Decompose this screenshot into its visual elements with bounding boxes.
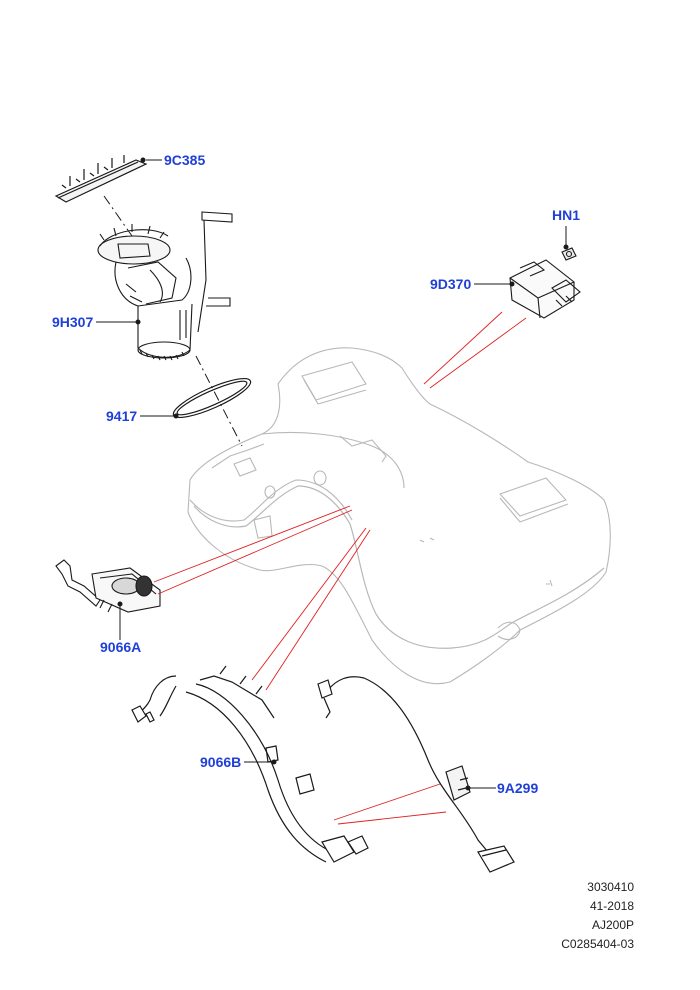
leader-9H307 — [96, 319, 141, 325]
callout-9417[interactable]: 9417 — [106, 408, 138, 424]
part-9D370-control-module — [509, 259, 581, 319]
reference-illustration-id: C0285404-03 — [561, 937, 634, 951]
fuel-tank — [187, 347, 611, 685]
reference-number: 3030410 — [587, 880, 634, 894]
leader-9066B — [244, 759, 277, 765]
reference-date-code: 41-2018 — [589, 899, 634, 913]
callout-9A299[interactable]: 9A299 — [497, 780, 539, 796]
part-HN1-bolt — [561, 247, 577, 261]
part-9A299-sensor — [317, 676, 515, 873]
part-9H307-fuel-pump — [97, 211, 233, 361]
callout-9D370[interactable]: 9D370 — [430, 276, 472, 292]
red-location-leaders — [153, 311, 527, 825]
part-9066A-valve — [55, 559, 161, 613]
reference-engine-code: AJ200P — [591, 918, 634, 932]
leader-9D370 — [474, 281, 515, 287]
leader-9A299 — [465, 785, 496, 791]
callout-9066A[interactable]: 9066A — [100, 639, 142, 655]
drawing-reference: 3030410 41-2018 AJ200P C0285404-03 — [561, 878, 634, 954]
part-9066B-harness — [131, 665, 369, 863]
part-9C385-seal — [54, 155, 148, 203]
leader-HN1 — [563, 226, 569, 250]
callout-9C385[interactable]: 9C385 — [164, 152, 206, 168]
part-9417-gasket — [172, 378, 252, 418]
leader-9C385 — [140, 157, 162, 163]
leader-9066A — [117, 601, 123, 640]
callout-9H307[interactable]: 9H307 — [52, 314, 94, 330]
callout-9066B[interactable]: 9066B — [200, 754, 242, 770]
callout-HN1[interactable]: HN1 — [552, 207, 581, 223]
assembly-axis — [103, 195, 243, 447]
leader-9417 — [140, 413, 179, 419]
